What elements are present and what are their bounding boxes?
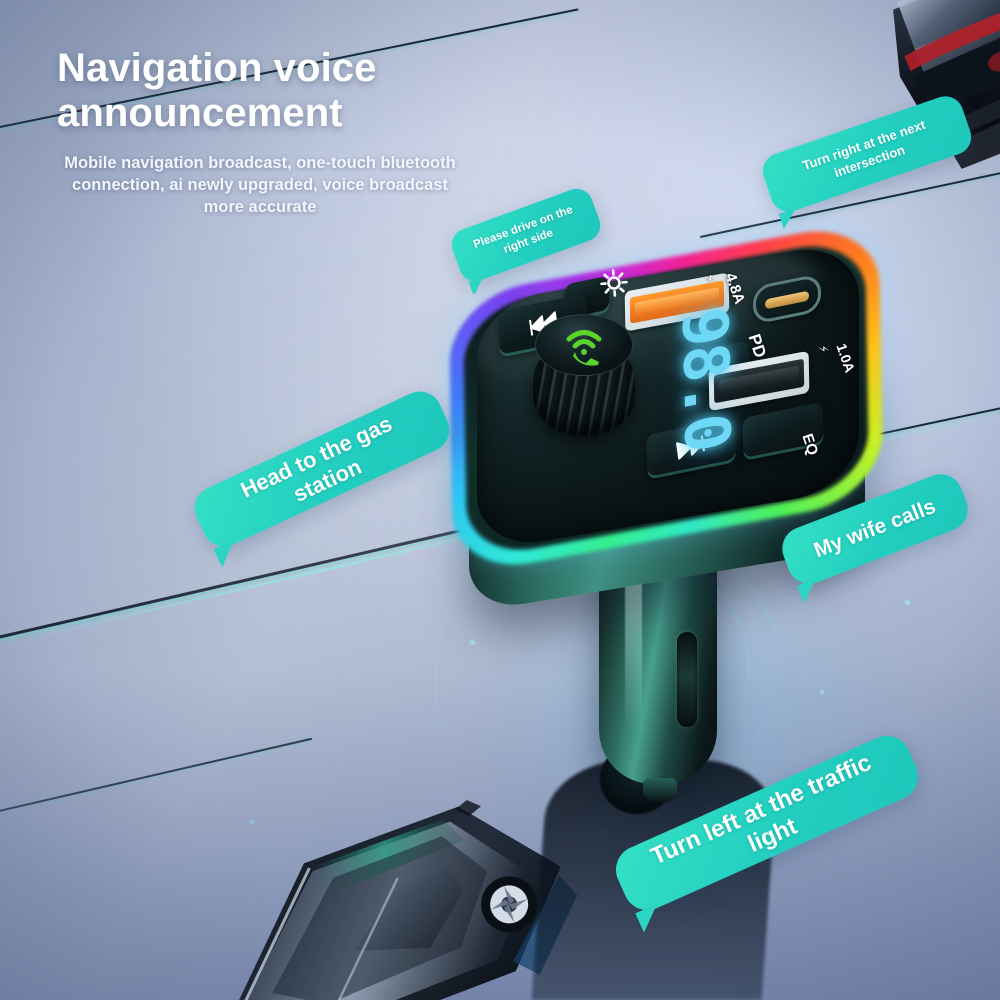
product-device: 98.0 ⚡ 4.8A PD ⚡ 1.0A EQ — [447, 218, 897, 812]
plug-tip — [643, 778, 677, 802]
car-top-right — [862, 0, 1000, 183]
usb-c-pin — [764, 290, 810, 310]
spark — [905, 600, 910, 605]
page-title: Navigation voice announcement — [57, 46, 377, 135]
plug-side-contact — [677, 632, 697, 727]
bluetooth-call-icon — [557, 324, 611, 366]
led-frequency-display: 98.0 — [642, 301, 770, 457]
car-bottom-left — [173, 755, 618, 1000]
brightness-icon — [598, 267, 630, 299]
page-subtitle: Mobile navigation broadcast, one-touch b… — [64, 154, 456, 217]
next-track-button[interactable] — [646, 417, 736, 477]
knob-cap — [535, 314, 633, 376]
display-value: 98.0 — [668, 301, 744, 457]
volume-knob[interactable] — [533, 314, 635, 440]
spark — [470, 640, 475, 645]
